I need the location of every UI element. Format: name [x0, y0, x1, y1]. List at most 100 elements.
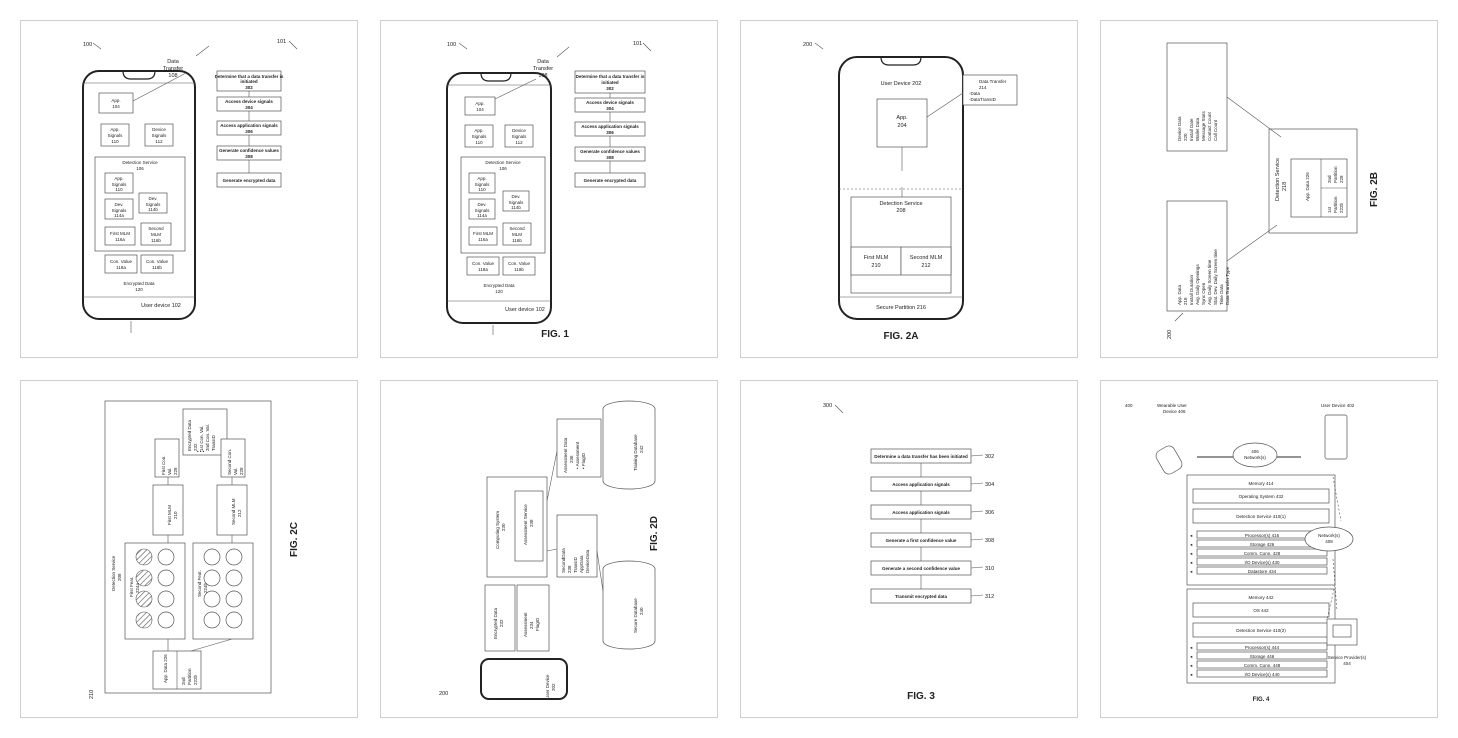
- svg-text:MLM: MLM: [151, 232, 161, 237]
- svg-text:238: 238: [567, 565, 572, 573]
- component-row: [1196, 548, 1328, 557]
- svg-text:DeviceData: DeviceData: [585, 549, 590, 573]
- svg-text:114a: 114a: [477, 213, 487, 218]
- svg-text:240: 240: [639, 607, 644, 615]
- figure-label: FIG. 1: [541, 329, 569, 340]
- svg-text:◂: ◂: [1190, 569, 1193, 574]
- svg-text:Data Transfer: Data Transfer: [979, 79, 1007, 84]
- svg-text:234: 234: [529, 621, 534, 629]
- svg-text:Dev.: Dev.: [115, 202, 124, 207]
- svg-text:222b: 222b: [1339, 202, 1344, 213]
- svg-text:User Device 402: User Device 402: [1321, 403, 1355, 408]
- svg-text:• • •: • • •: [197, 449, 205, 454]
- user-device-label: User device 102: [141, 303, 181, 309]
- svg-text:302: 302: [245, 85, 253, 90]
- figure-label: FIG. 4: [1253, 697, 1270, 703]
- svg-text:Transfer: Transfer: [533, 66, 553, 72]
- svg-text:◂: ◂: [1190, 560, 1193, 565]
- flow-step-label: Determine a data transfer has been initi…: [874, 454, 968, 459]
- svg-text:2nd Con. Val.: 2nd Con. Val.: [205, 424, 210, 451]
- svg-text:2nd: 2nd: [1327, 175, 1332, 183]
- flowchart-steps: Determine a data transfer has been initi…: [870, 448, 994, 604]
- svg-text:100: 100: [447, 42, 456, 48]
- ref-label-top: 100: [83, 42, 92, 48]
- svg-text:Dev.: Dev.: [149, 196, 158, 201]
- svg-text:App.: App.: [474, 128, 483, 133]
- component-row-label: Storage 426: [1250, 542, 1275, 547]
- svg-text:214: 214: [979, 85, 987, 90]
- svg-text:208: 208: [896, 208, 905, 214]
- svg-text:110: 110: [115, 187, 123, 192]
- svg-text:Install Date: Install Date: [1189, 118, 1194, 141]
- svg-text:212: 212: [921, 263, 930, 269]
- svg-text:Install Duration: Install Duration: [1189, 274, 1194, 305]
- svg-text:Assessment Data: Assessment Data: [563, 437, 568, 473]
- svg-text:Encrypted Data: Encrypted Data: [483, 283, 515, 288]
- component-row-label: Datastore 434: [1248, 569, 1277, 574]
- svg-text:Operating System 432: Operating System 432: [1239, 494, 1284, 499]
- component-row: [1196, 651, 1328, 660]
- svg-text:User device 102: User device 102: [505, 307, 545, 313]
- figure-panel-1: 100 101 Data Transfer 108 App.104 App.Si…: [20, 20, 358, 358]
- svg-text:Dev.: Dev.: [478, 202, 487, 207]
- svg-text:228: 228: [173, 467, 178, 475]
- svg-text:236: 236: [569, 455, 574, 463]
- user-device-label: User Device 202: [881, 81, 922, 87]
- svg-text:1st: 1st: [1327, 206, 1332, 213]
- svg-text:112: 112: [515, 140, 523, 145]
- svg-text:Memory 414: Memory 414: [1248, 481, 1274, 486]
- flow-step-label: Access application signals: [892, 482, 950, 487]
- svg-text:110: 110: [478, 187, 486, 192]
- svg-text:Message Stats: Message Stats: [1201, 110, 1206, 141]
- svg-text:Device Data: Device Data: [1177, 116, 1182, 141]
- svg-text:228: 228: [1339, 175, 1344, 183]
- svg-text:Network(s): Network(s): [1244, 455, 1266, 460]
- component-row: [1196, 557, 1328, 566]
- component-row-label: Comm. Conn. 428: [1244, 551, 1281, 556]
- figure-label: FIG. 2A: [883, 331, 918, 342]
- component-row: [1196, 669, 1328, 678]
- svg-text:Con. Value: Con. Value: [508, 261, 530, 266]
- svg-text:Access application signals: Access application signals: [581, 124, 639, 129]
- svg-text:Partition: Partition: [187, 668, 192, 685]
- svg-text:208: 208: [117, 573, 122, 581]
- svg-text:Signals: Signals: [108, 133, 124, 138]
- svg-text:◂: ◂: [1190, 645, 1193, 650]
- svg-text:Device 406: Device 406: [1163, 409, 1186, 414]
- svg-text:120: 120: [135, 287, 143, 292]
- svg-text:228: 228: [239, 467, 244, 475]
- svg-text:224a: 224a: [135, 582, 140, 593]
- svg-text:◂: ◂: [1190, 654, 1193, 659]
- svg-text:Access application signals: Access application signals: [220, 123, 278, 128]
- svg-text:200: 200: [803, 42, 812, 48]
- flow-step-number: 306: [985, 510, 994, 516]
- svg-text:104: 104: [112, 104, 120, 109]
- svg-text:110: 110: [111, 139, 119, 144]
- svg-text:304: 304: [245, 105, 253, 110]
- svg-text:Encrypted Data: Encrypted Data: [187, 419, 192, 451]
- figure-label: FIG. 2B: [1369, 172, 1380, 207]
- component-row-label: I/O Device(s) 440: [1244, 672, 1280, 677]
- svg-text:Con. Value: Con. Value: [146, 259, 168, 264]
- svg-text:218: 218: [1282, 182, 1288, 191]
- svg-text:106: 106: [499, 166, 507, 171]
- svg-text:Signals: Signals: [475, 182, 491, 187]
- svg-text:218: 218: [1183, 297, 1188, 305]
- svg-text:Stat. Dev. Daily Screen time: Stat. Dev. Daily Screen time: [1213, 249, 1218, 305]
- svg-text:210: 210: [871, 263, 880, 269]
- flow-step-number: 312: [985, 594, 994, 600]
- flow-step-number: 310: [985, 566, 994, 572]
- svg-text:Signals: Signals: [509, 200, 525, 205]
- svg-text:Signals: Signals: [112, 208, 128, 213]
- svg-text:116b: 116b: [151, 238, 161, 243]
- neural-nodes-right: [203, 548, 243, 629]
- svg-text:210: 210: [173, 511, 178, 519]
- component-row-label: Storage 446: [1250, 654, 1275, 659]
- svg-text:App.: App.: [477, 176, 486, 181]
- svg-text:Device: Device: [512, 128, 526, 133]
- svg-text:Val.: Val.: [233, 468, 238, 475]
